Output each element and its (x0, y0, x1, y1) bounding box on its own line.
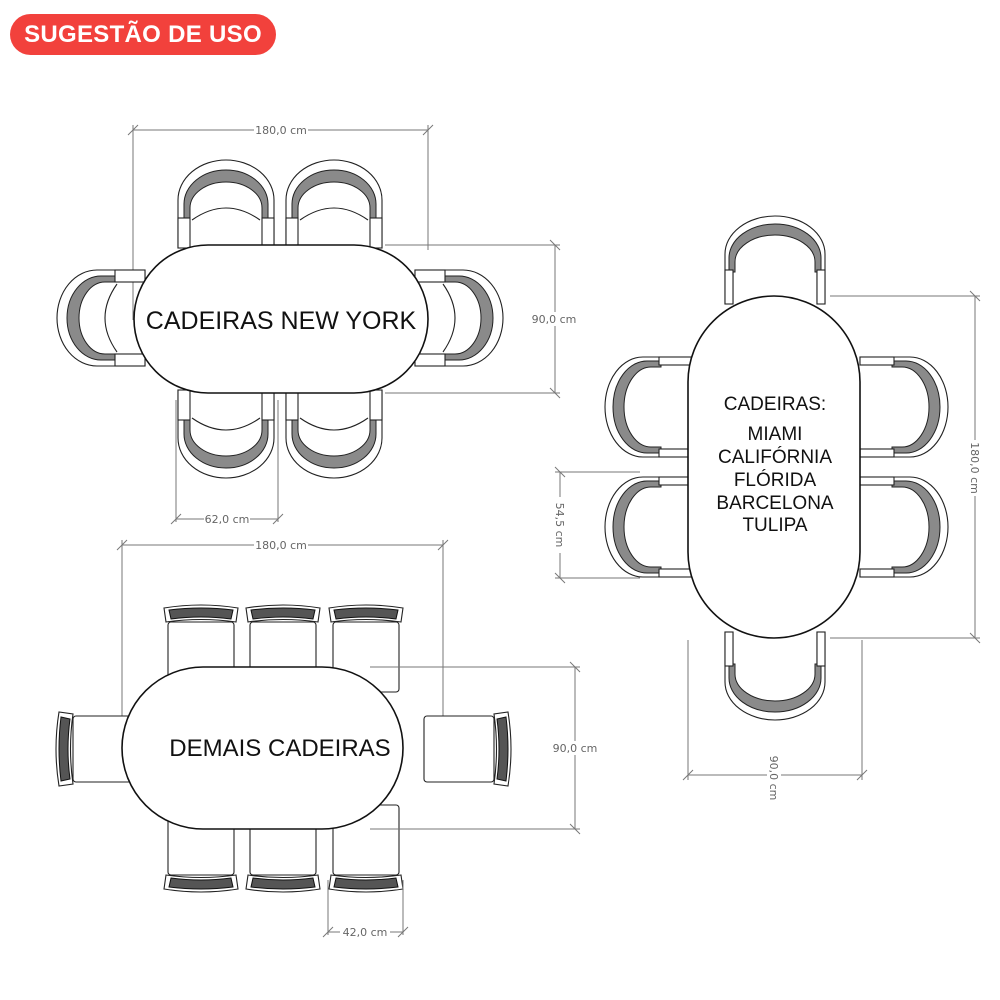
svg-text:90,0 cm: 90,0 cm (767, 756, 780, 801)
usage-suggestion-badge: SUGESTÃO DE USO (10, 14, 276, 55)
chair-model: TULIPA (742, 515, 807, 536)
new-york-layout: 180,0 cm CADEIRAS NEW YORK 90,0 cm (56, 123, 578, 526)
chair (604, 356, 694, 458)
dimension-length: 180,0 cm (116, 538, 449, 740)
chair-model: BARCELONA (716, 493, 834, 514)
chair (604, 476, 694, 578)
svg-text:180,0 cm: 180,0 cm (968, 442, 981, 494)
table (687, 295, 861, 639)
chair (177, 389, 275, 479)
demais-layout: 180,0 cm DEMAIS CADEIRAS 90,0 cm (55, 538, 600, 939)
svg-text:90,0 cm: 90,0 cm (532, 313, 577, 326)
chair (724, 631, 826, 721)
dimension-chair-width: 54,5 cm (553, 466, 640, 584)
chair-model: CALIFÓRNIA (718, 446, 832, 468)
chair-model: FLÓRIDA (734, 469, 817, 491)
chair (56, 269, 146, 367)
vertical-layout: CADEIRAS: MIAMI CALIFÓRNIA FLÓRIDA BARCE… (553, 215, 982, 810)
svg-text:54,5 cm: 54,5 cm (553, 503, 566, 548)
chair (859, 356, 949, 458)
svg-text:90,0 cm: 90,0 cm (553, 742, 598, 755)
dimension-length: 180,0 cm (127, 123, 434, 320)
svg-text:180,0 cm: 180,0 cm (255, 124, 307, 137)
dimension-length: 180,0 cm (830, 290, 982, 644)
chair (724, 215, 826, 305)
chair (285, 389, 383, 479)
chair (177, 159, 275, 249)
table-title: CADEIRAS: (724, 394, 826, 415)
svg-text:180,0 cm: 180,0 cm (255, 539, 307, 552)
dimension-width: 90,0 cm (385, 239, 578, 399)
table-label: DEMAIS CADEIRAS (169, 735, 390, 762)
svg-text:42,0 cm: 42,0 cm (343, 926, 388, 939)
table (133, 244, 429, 394)
dimension-width: 90,0 cm (370, 661, 600, 835)
table (121, 666, 404, 830)
dimension-chair-width: 62,0 cm (170, 400, 284, 526)
svg-text:62,0 cm: 62,0 cm (205, 513, 250, 526)
dimension-chair-width: 42,0 cm (322, 880, 409, 939)
chair-model: MIAMI (748, 424, 803, 445)
chair (859, 476, 949, 578)
chair (423, 711, 512, 787)
table-label: CADEIRAS NEW YORK (146, 307, 417, 335)
chair (285, 159, 383, 249)
dimension-width: 90,0 cm (682, 640, 868, 810)
